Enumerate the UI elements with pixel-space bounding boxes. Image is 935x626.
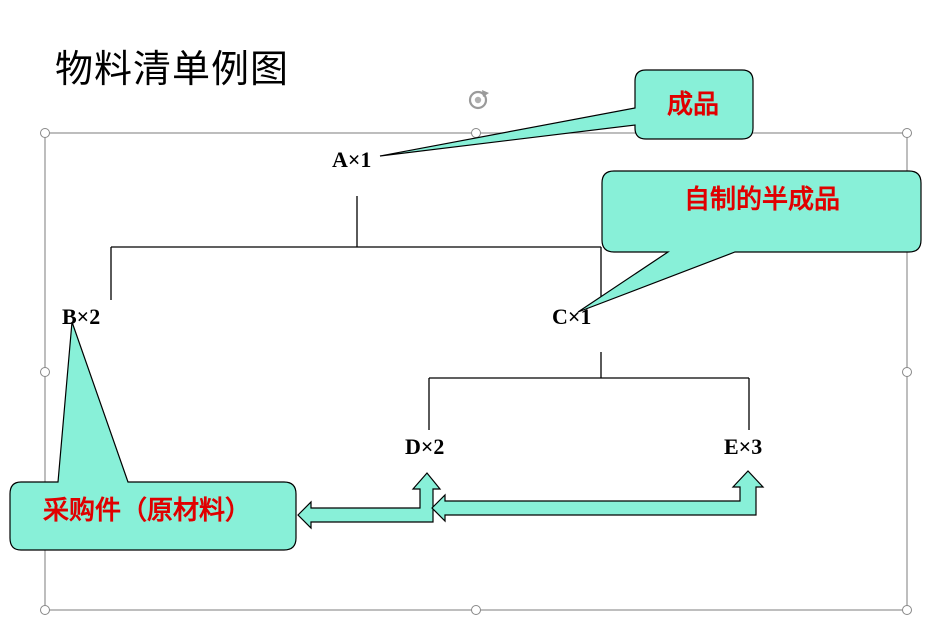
node-d: D×2 xyxy=(405,434,444,459)
resize-handle-left xyxy=(40,367,50,377)
resize-handle-top xyxy=(471,128,481,138)
callout-semi-finished[interactable]: 自制的半成品 xyxy=(577,170,922,313)
node-e: E×3 xyxy=(724,434,762,459)
selection-handles[interactable] xyxy=(40,128,912,615)
rotate-handle-icon[interactable] xyxy=(468,90,489,110)
callout-finished-text: 成品 xyxy=(667,90,719,120)
arrow-d-to-purchased[interactable] xyxy=(297,472,442,530)
resize-handle-bottom-right xyxy=(902,605,912,615)
resize-handle-top-right xyxy=(902,128,912,138)
resize-handle-bottom xyxy=(471,605,481,615)
resize-handle-right xyxy=(902,367,912,377)
slide-title: 物料清单例图 xyxy=(55,47,290,91)
callout-finished[interactable]: 成品 xyxy=(379,69,754,157)
node-b: B×2 xyxy=(62,304,100,329)
node-c: C×1 xyxy=(552,304,591,329)
node-a: A×1 xyxy=(332,147,371,172)
callout-semi-text: 自制的半成品 xyxy=(684,184,840,215)
arrow-e-to-d[interactable] xyxy=(431,470,765,523)
resize-handle-top-left xyxy=(40,128,50,138)
resize-handle-bottom-left xyxy=(40,605,50,615)
callout-purchased[interactable]: 采购件（原材料） xyxy=(9,321,297,551)
tree-connectors xyxy=(110,196,750,430)
callout-purchased-text: 采购件（原材料） xyxy=(43,496,251,526)
